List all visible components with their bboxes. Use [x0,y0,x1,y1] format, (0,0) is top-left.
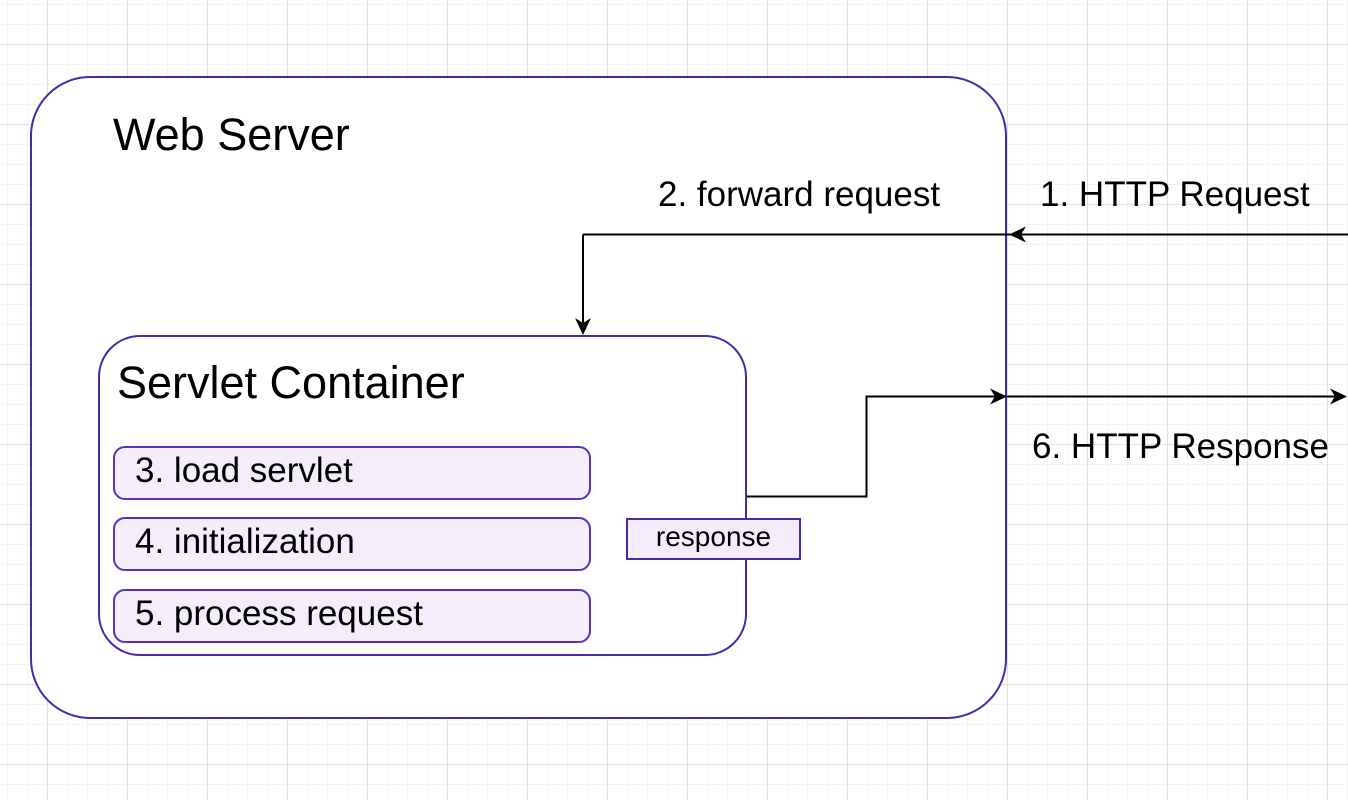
step-box-load-servlet: 3. load servlet [113,446,591,500]
web-server-title: Web Server [113,109,350,160]
step-box-initialization: 4. initialization [113,517,591,571]
step-box-process-request: 5. process request [113,589,591,643]
forward-request-label: 2. forward request [658,175,941,214]
response-box: response [626,518,801,560]
http-request-arrowhead-icon [1009,226,1026,243]
http-response-label: 6. HTTP Response [1032,427,1329,466]
http-response-arrowhead-icon [1330,388,1347,405]
servlet-container-title: Servlet Container [117,357,465,408]
http-request-label: 1. HTTP Request [1040,175,1310,214]
